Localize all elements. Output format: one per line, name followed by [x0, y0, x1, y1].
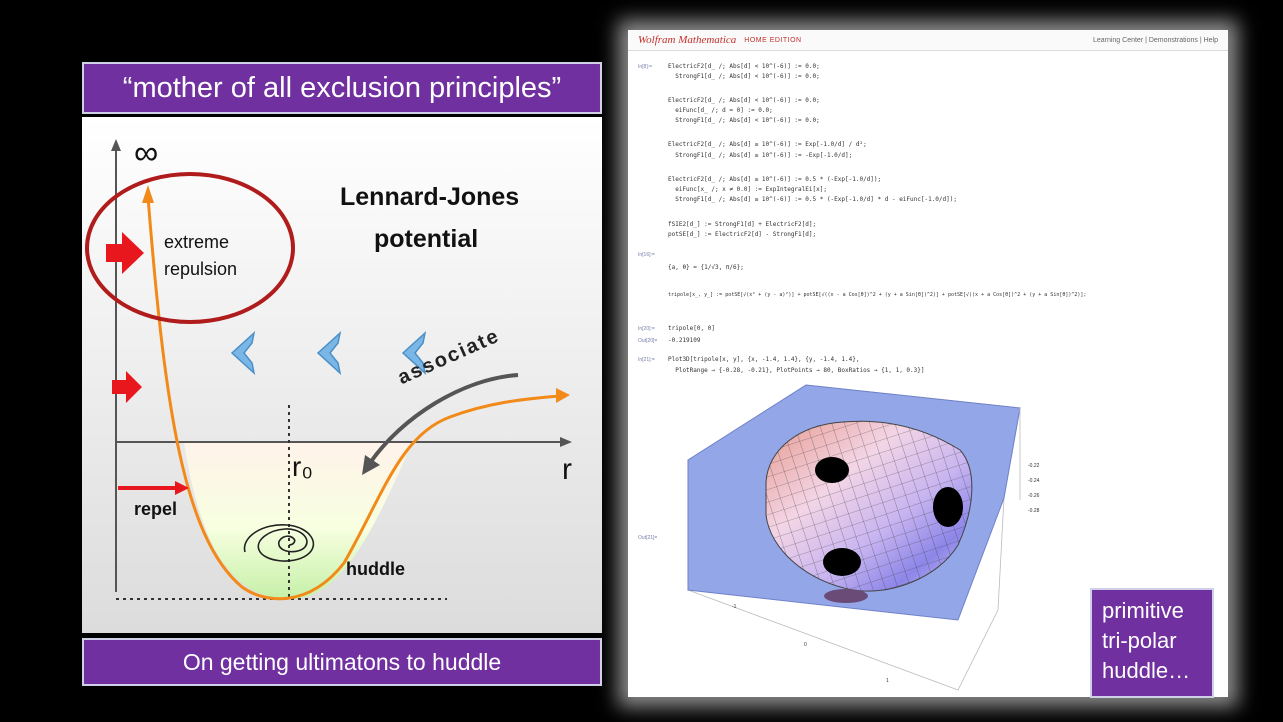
- code-line-3: ElectricF2[d_ /; Abs[d] < 10^(-6)] := 0.…: [668, 97, 820, 104]
- mathematica-brand: Wolfram Mathematica: [638, 34, 737, 46]
- chevron-left-2: [316, 330, 342, 376]
- z-tick-4: -0.28: [1028, 508, 1040, 514]
- lj-title-line1: Lennard-Jones: [340, 183, 520, 211]
- tripolar-caption: primitive tri-polar huddle…: [1090, 588, 1214, 698]
- potential-well-fill: [184, 442, 412, 599]
- x-tick-1: 1: [886, 678, 889, 684]
- lj-diagram-svg: [82, 117, 602, 633]
- code-line-16: Plot3D[tripole[x, y], {x, -1.4, 1.4}, {y…: [668, 356, 860, 363]
- curve-top-arrowhead: [142, 185, 154, 203]
- x-tick-0: 0: [804, 642, 807, 648]
- repel-label: repel: [134, 499, 178, 519]
- associate-arrow-head: [362, 455, 380, 475]
- repulsion-circle: [85, 172, 295, 324]
- repel-arrow-head: [175, 481, 189, 495]
- y-axis-arrowhead: [111, 139, 121, 151]
- mathematica-notebook: Wolfram Mathematica HOME EDITION Learnin…: [628, 30, 1228, 697]
- code-line-5: StrongF1[d_ /; Abs[d] < 10^(-6)] := 0.0;: [668, 117, 820, 124]
- red-arrow-medium: [112, 371, 142, 403]
- caption-line-2: tri-polar: [1102, 628, 1177, 653]
- z-tick-2: -0.24: [1028, 478, 1040, 484]
- x-tick-minus1: -1: [732, 604, 737, 610]
- cell-label-in20: In[20]:=: [638, 326, 655, 332]
- repulsion-label: repulsion: [164, 259, 238, 279]
- code-line-6: ElectricF2[d_ /; Abs[d] ≥ 10^(-6)] := Ex…: [668, 141, 867, 148]
- code-line-14: tripole[x_, y_] := potSE[√(x² + (y - a)²…: [668, 292, 1087, 298]
- extreme-label: extreme: [164, 232, 230, 252]
- r-label: r: [562, 453, 572, 486]
- red-arrow-large: [106, 232, 144, 274]
- well-hole-3: [823, 548, 861, 576]
- chevron-left-3: [401, 330, 427, 376]
- cell-label-in21: In[21]:=: [638, 357, 655, 363]
- cell-label-out21: Out[21]=: [638, 535, 658, 541]
- well-hole-2: [933, 487, 963, 527]
- cell-label-in16: In[16]:=: [638, 252, 655, 258]
- mathematica-header: Wolfram Mathematica HOME EDITION Learnin…: [628, 30, 1228, 51]
- z-tick-1: -0.22: [1028, 463, 1040, 469]
- code-line-17: PlotRange → {-0.28, -0.21}, PlotPoints →…: [668, 367, 925, 374]
- caption-line-1: primitive: [1102, 598, 1184, 623]
- huddle-spiral: [243, 524, 314, 562]
- code-line-10: StrongF1[d_ /; Abs[d] ≥ 10^(-6)] := 0.5 …: [668, 196, 957, 203]
- curve-right-arrowhead: [556, 388, 570, 403]
- mathematica-edition: HOME EDITION: [744, 36, 802, 44]
- code-line-15: tripole[0, 0]: [668, 325, 715, 332]
- code-line-9: eiFunc[x_ /; x ≠ 0.0] := ExpIntegralEi[x…: [668, 186, 827, 193]
- cell-label-in8: In[8]:=: [638, 64, 653, 70]
- infinity-symbol: ∞: [134, 134, 159, 172]
- cell-label-out20: Out[20]=: [638, 338, 658, 344]
- bottom-banner-text: On getting ultimatons to huddle: [182, 648, 502, 675]
- code-line-4: eiFunc[d_ /; d = 0] := 0.0;: [668, 107, 773, 114]
- lennard-jones-diagram: ∞ Lennard-Jones potential extreme repuls…: [82, 117, 602, 633]
- code-line-2: StrongF1[d_ /; Abs[d] < 10^(-6)] := 0.0;: [668, 73, 820, 80]
- chevron-left-1: [230, 330, 256, 376]
- mathematica-header-links[interactable]: Learning Center | Demonstrations | Help: [1092, 36, 1218, 44]
- code-output-value: -0.219109: [668, 337, 701, 344]
- lj-title-line2: potential: [374, 225, 479, 253]
- code-line-8: ElectricF2[d_ /; Abs[d] ≥ 10^(-6)] := 0.…: [668, 176, 882, 183]
- lj-potential-curve: [146, 196, 561, 601]
- code-line-11: fSIE2[d_] := StrongF1[d] + ElectricF2[d]…: [668, 221, 817, 228]
- plot3d-graphic: [686, 384, 1021, 691]
- huddle-label: huddle: [346, 559, 405, 579]
- z-tick-3: -0.26: [1028, 493, 1040, 499]
- top-banner: “mother of all exclusion principles”: [82, 62, 602, 114]
- code-line-13: {a, θ} = {1/√3, π/6};: [668, 264, 744, 271]
- bottom-banner: On getting ultimatons to huddle: [82, 638, 602, 686]
- x-axis-arrowhead: [560, 437, 572, 447]
- surface-underside: [824, 589, 868, 603]
- top-banner-text: “mother of all exclusion principles”: [122, 71, 562, 104]
- code-line-1: ElectricF2[d_ /; Abs[d] < 10^(-6)] := 0.…: [668, 63, 820, 70]
- well-hole-1: [815, 457, 849, 483]
- associate-arrow-shaft: [368, 373, 519, 465]
- code-line-7: StrongF1[d_ /; Abs[d] ≥ 10^(-6)] := -Exp…: [668, 152, 853, 159]
- r0-label: r₀: [292, 451, 313, 482]
- caption-line-3: huddle…: [1102, 658, 1191, 683]
- code-line-12: potSE[d_] := ElectricF2[d] - StrongF1[d]…: [668, 231, 817, 238]
